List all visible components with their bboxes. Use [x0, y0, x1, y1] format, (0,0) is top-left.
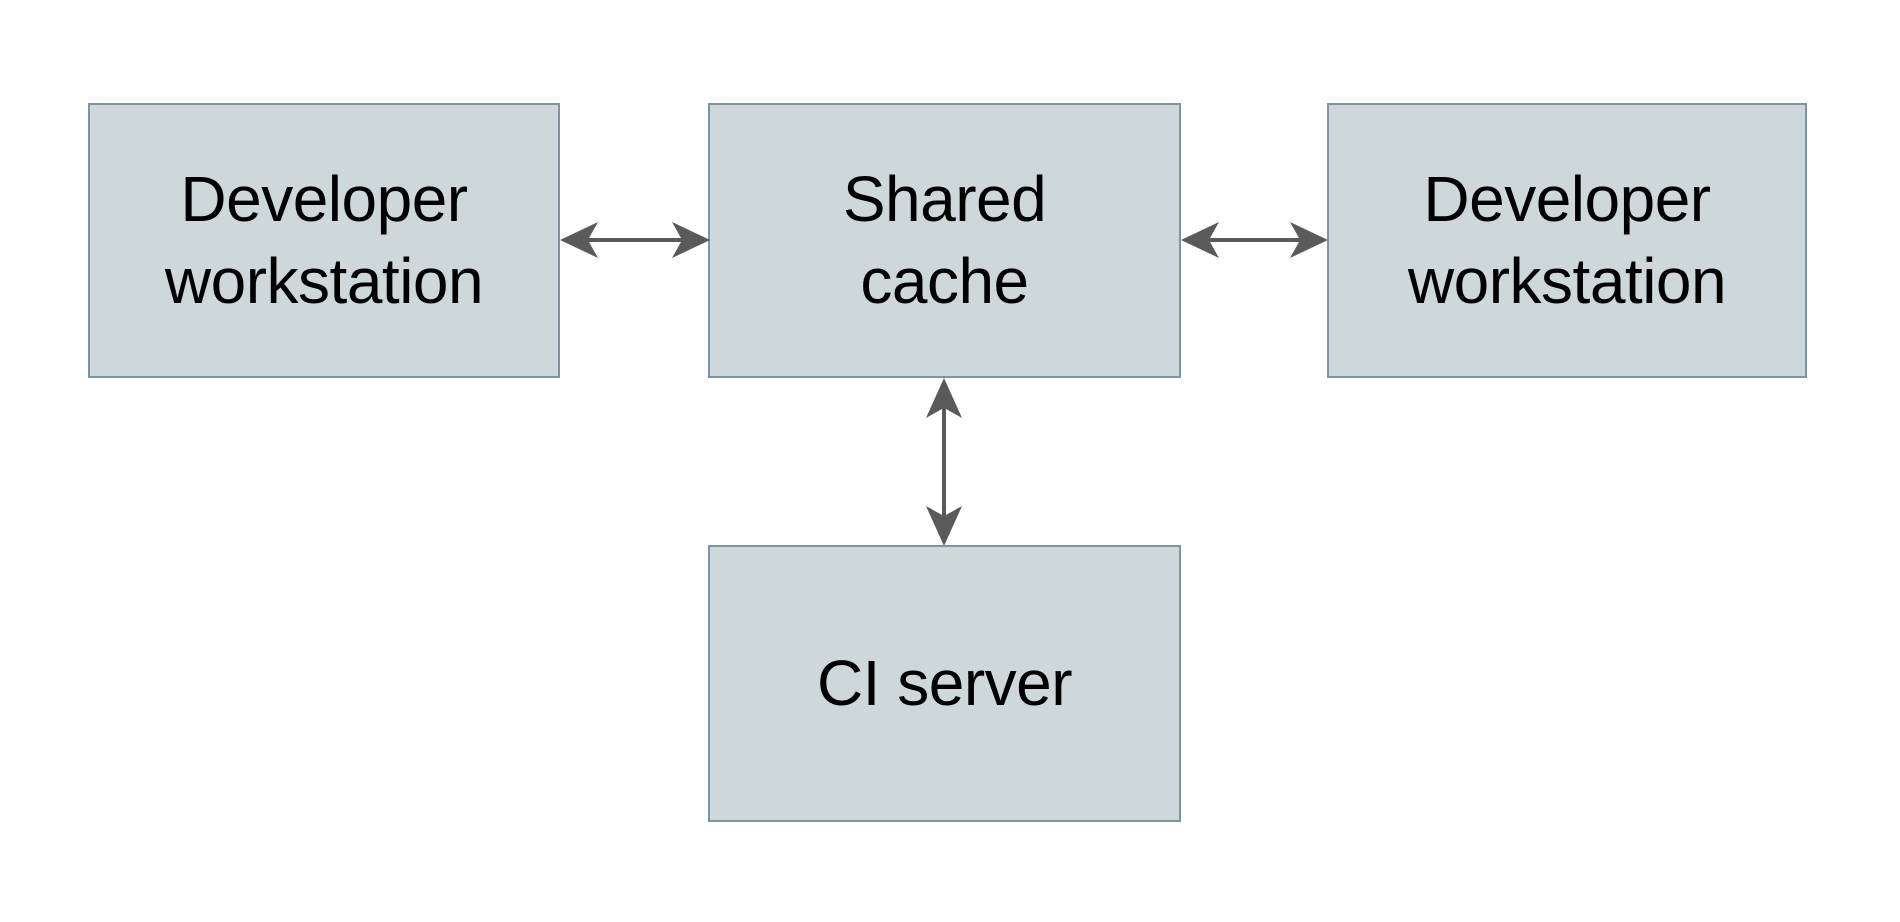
node-developer-workstation-right[interactable]: Developer workstation	[1327, 103, 1807, 378]
double-arrow-icon	[1181, 222, 1328, 258]
node-label-developer-workstation-left: Developer workstation	[164, 162, 484, 317]
connector-left-workstation-to-cache	[560, 216, 710, 264]
node-developer-workstation-left[interactable]: Developer workstation	[88, 103, 560, 378]
node-label-shared-cache: Shared cache	[842, 162, 1047, 317]
double-arrow-icon	[926, 378, 962, 546]
node-label-developer-workstation-right: Developer workstation	[1407, 162, 1727, 317]
double-arrow-icon	[560, 222, 710, 258]
node-ci-server[interactable]: CI server	[708, 545, 1181, 822]
connector-cache-to-ci-server	[920, 378, 968, 546]
node-label-ci-server: CI server	[816, 646, 1073, 719]
node-shared-cache[interactable]: Shared cache	[708, 103, 1181, 378]
connector-cache-to-right-workstation	[1181, 216, 1328, 264]
